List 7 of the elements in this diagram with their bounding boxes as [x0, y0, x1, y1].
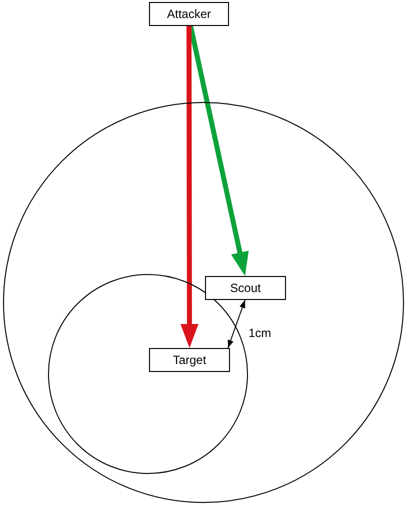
edge-label: 1cm [247, 327, 272, 340]
node-box: Scout [205, 276, 286, 300]
double-arrow [227, 300, 246, 348]
arrow [180, 26, 198, 348]
outer-range-circle [3, 102, 404, 503]
node-box: Attacker [149, 2, 229, 26]
node-box: Target [149, 348, 230, 372]
